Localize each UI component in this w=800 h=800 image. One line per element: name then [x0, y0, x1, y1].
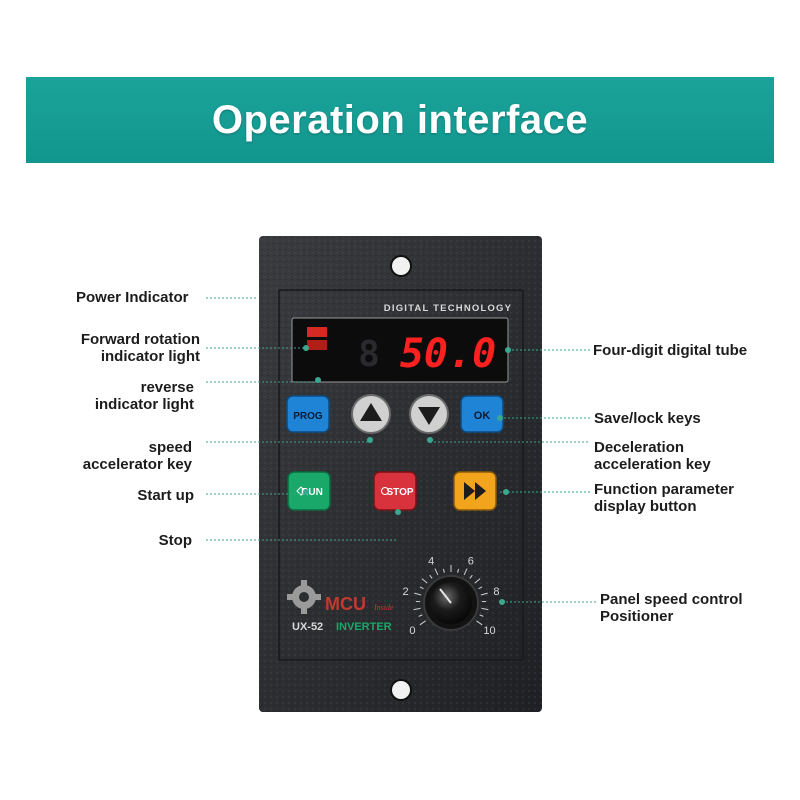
dial-tick: [480, 592, 488, 596]
callout-forward-rotation-line2: indicator light: [100, 348, 200, 365]
panel-header-text: DIGITAL TECHNOLOGY: [384, 303, 512, 314]
callout-leaders: [206, 297, 596, 603]
callout-four-digit-text: Four-digit digital tube: [593, 342, 748, 359]
callout-power-indicator-text: Power Indicator: [76, 289, 189, 306]
dial-label: 0: [409, 625, 415, 637]
display-dim-digit: 8: [358, 334, 380, 375]
dial-label: 2: [403, 586, 409, 598]
callout-four-digit: Four-digit digital tube: [593, 342, 747, 359]
display-value: 50.0: [400, 331, 496, 377]
prog-label: PROG: [293, 411, 323, 422]
callout-panel-speed: Panel speed control Positioner: [600, 591, 743, 625]
knob-pointer: [439, 588, 452, 604]
stop-button[interactable]: STOP: [373, 471, 417, 511]
dial-label: 8: [493, 586, 499, 598]
callout-decel-line2: acceleration key: [594, 456, 711, 473]
stop-label: STOP: [386, 487, 413, 498]
speed-knob[interactable]: [423, 575, 479, 631]
dial-tick: [476, 620, 483, 626]
dial-tick: [478, 586, 483, 590]
dial-tick: [419, 620, 426, 626]
dial-tick: [434, 568, 439, 576]
dial-tick: [481, 607, 489, 611]
callout-decel: Deceleration acceleration key: [594, 439, 711, 473]
callout-speed-line2: accelerator key: [82, 456, 192, 473]
callout-function-line2: display button: [594, 498, 697, 515]
dial-tick: [479, 614, 484, 617]
dial-tick: [414, 592, 422, 596]
dial-tick: [463, 568, 468, 576]
fast-forward-icon: [464, 482, 475, 500]
down-arrow-icon: [418, 407, 440, 425]
model-number: UX-52: [292, 621, 323, 633]
callout-decel-line1: Deceleration: [594, 439, 685, 456]
ok-label: OK: [474, 410, 491, 422]
brand-suffix: Inside: [373, 603, 394, 612]
banner-title: Operation interface: [211, 97, 589, 142]
dial-tick: [442, 568, 445, 573]
run-label: RUN: [301, 487, 323, 498]
brand-name: MCU: [325, 594, 366, 614]
dial-label: 10: [483, 625, 495, 637]
callout-power-indicator: Power Indicator: [76, 289, 189, 306]
function-display-button[interactable]: [453, 471, 497, 511]
dial-tick: [474, 578, 481, 584]
dial-tick: [429, 574, 433, 579]
up-button[interactable]: [351, 394, 391, 434]
callout-forward-rotation: Forward rotation indicator light: [81, 331, 200, 365]
dial-label: 6: [468, 555, 474, 567]
brand-area: MCU Inside UX-52 INVERTER: [287, 580, 394, 633]
dial-tick: [419, 586, 424, 590]
callout-reverse-line1: reverse: [140, 379, 194, 396]
dial-tick: [421, 578, 428, 584]
callout-speed-line1: speed: [148, 439, 192, 456]
title-banner: Operation interface: [26, 77, 774, 163]
callout-panel-speed-line1: Panel speed control: [600, 591, 743, 608]
callout-dots: [303, 345, 511, 605]
top-mount-hole: [390, 255, 412, 277]
inverter-label: INVERTER: [336, 621, 392, 633]
digital-display: 8 50.0: [291, 317, 509, 383]
callout-reverse-line2: indicator light: [94, 396, 194, 413]
callout-function: Function parameter display button: [594, 481, 734, 515]
callout-reverse: reverse indicator light: [95, 379, 194, 413]
callout-start-up-text: Start up: [137, 487, 194, 504]
dial-tick: [413, 607, 421, 611]
prog-button[interactable]: PROG: [286, 395, 330, 433]
dial-tick: [469, 574, 473, 579]
callout-save-lock-text: Save/lock keys: [594, 410, 701, 427]
dial-tick: [457, 568, 460, 573]
callout-stop-text: Stop: [158, 532, 192, 549]
callout-panel-speed-line2: Positioner: [600, 608, 674, 625]
callout-speed: speed accelerator key: [83, 439, 192, 473]
dial-label: 4: [428, 555, 434, 567]
callout-stop: Stop: [159, 532, 192, 549]
power-indicator-led: [307, 327, 327, 337]
callout-start-up: Start up: [137, 487, 194, 504]
up-arrow-icon: [360, 403, 382, 421]
bottom-mount-hole: [390, 679, 412, 701]
forward-indicator-led: [307, 340, 327, 350]
callout-function-line1: Function parameter: [594, 481, 735, 498]
callout-save-lock: Save/lock keys: [594, 410, 701, 427]
gear-icon: [287, 580, 321, 614]
callout-forward-rotation-line1: Forward rotation: [80, 331, 200, 348]
down-button[interactable]: [409, 394, 449, 434]
run-button[interactable]: RUN: [287, 471, 331, 511]
speed-dial-scale: 0 2 4 6 8 10: [403, 555, 500, 637]
stop-icon: [381, 487, 389, 495]
ok-button[interactable]: OK: [460, 395, 504, 433]
dial-tick: [418, 614, 423, 617]
